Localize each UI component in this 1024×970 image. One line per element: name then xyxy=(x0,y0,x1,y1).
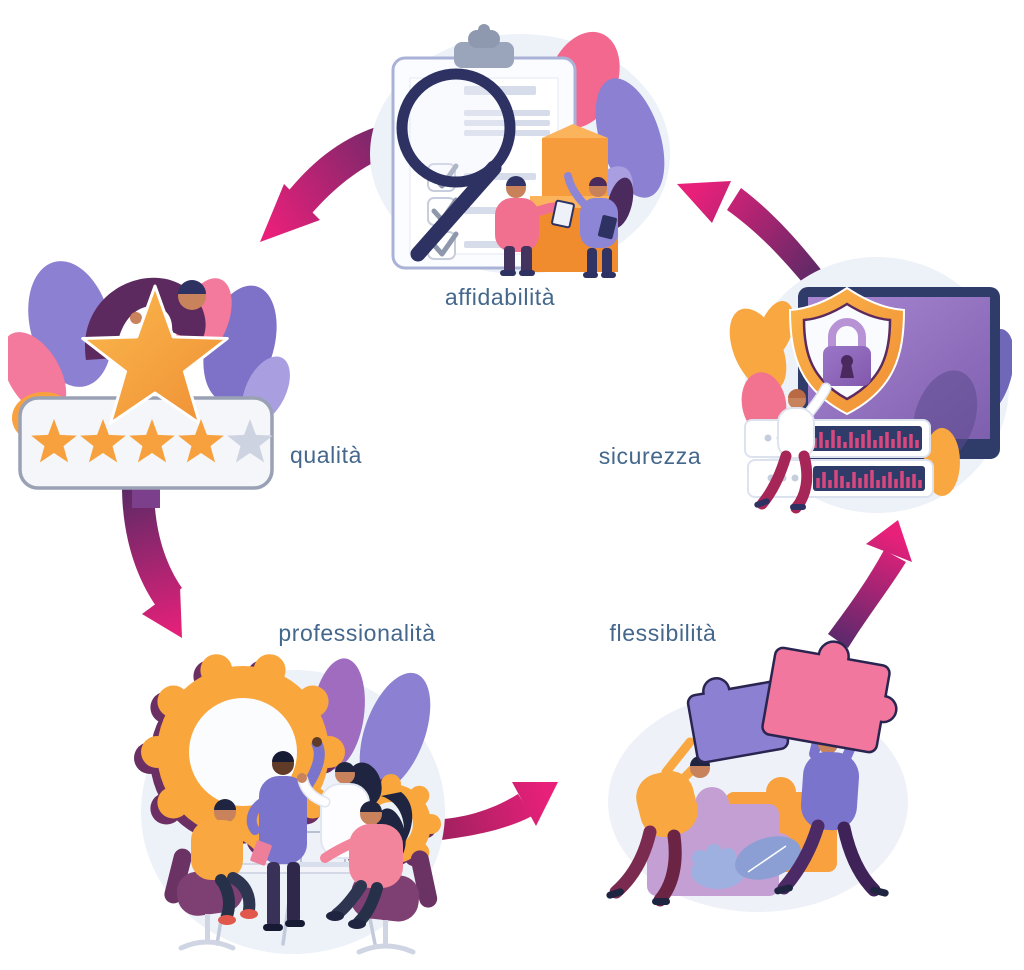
leaf-decoration xyxy=(691,836,801,889)
arrow-head xyxy=(260,184,320,242)
person-climbing xyxy=(754,382,832,514)
person-seated-left xyxy=(191,799,272,925)
shield-icon xyxy=(788,286,906,416)
checkmark-icon xyxy=(431,231,459,257)
arrow-body xyxy=(727,188,823,288)
person-seated-right xyxy=(320,792,413,929)
padlock-icon xyxy=(823,318,871,386)
magnifier-icon xyxy=(396,68,516,262)
tablet xyxy=(250,840,272,866)
node-label-professionalita: professionalità xyxy=(278,620,436,646)
node-label-sicurezza: sicurezza xyxy=(598,443,702,469)
node-label-affidabilita: affidabilità xyxy=(444,284,556,310)
arrow-head xyxy=(866,520,912,562)
arrow-body xyxy=(122,486,182,606)
arrow-head xyxy=(677,181,731,223)
person-gesturing xyxy=(297,762,382,859)
node-label-flessibilita: flessibilità xyxy=(609,620,717,646)
node-label-qualita: qualità xyxy=(290,442,362,468)
clipboard-clip xyxy=(454,42,514,68)
person-holding-pink-piece xyxy=(774,717,889,897)
arrow-body xyxy=(828,550,906,648)
person-inspector xyxy=(495,176,575,276)
flexibility-illustration xyxy=(606,640,908,912)
puzzle-piece-pink-held xyxy=(761,640,898,754)
quality-illustration xyxy=(8,261,290,508)
arrow-flessibilita-to-sicurezza xyxy=(828,520,912,648)
person-with-tablet xyxy=(564,172,634,278)
professionalism-illustration xyxy=(134,654,445,955)
person-holding-purple-piece xyxy=(606,737,715,907)
tablet xyxy=(597,215,617,240)
arrow-sicurezza-to-affidabilita xyxy=(677,181,823,288)
arrow-qualita-to-professionalita xyxy=(122,486,182,638)
arrow-head xyxy=(512,782,558,826)
big-star-icon xyxy=(81,284,229,425)
server-unit xyxy=(743,418,932,459)
reliability-illustration xyxy=(370,24,670,278)
security-illustration xyxy=(729,257,1012,514)
arrow-head xyxy=(142,586,182,638)
